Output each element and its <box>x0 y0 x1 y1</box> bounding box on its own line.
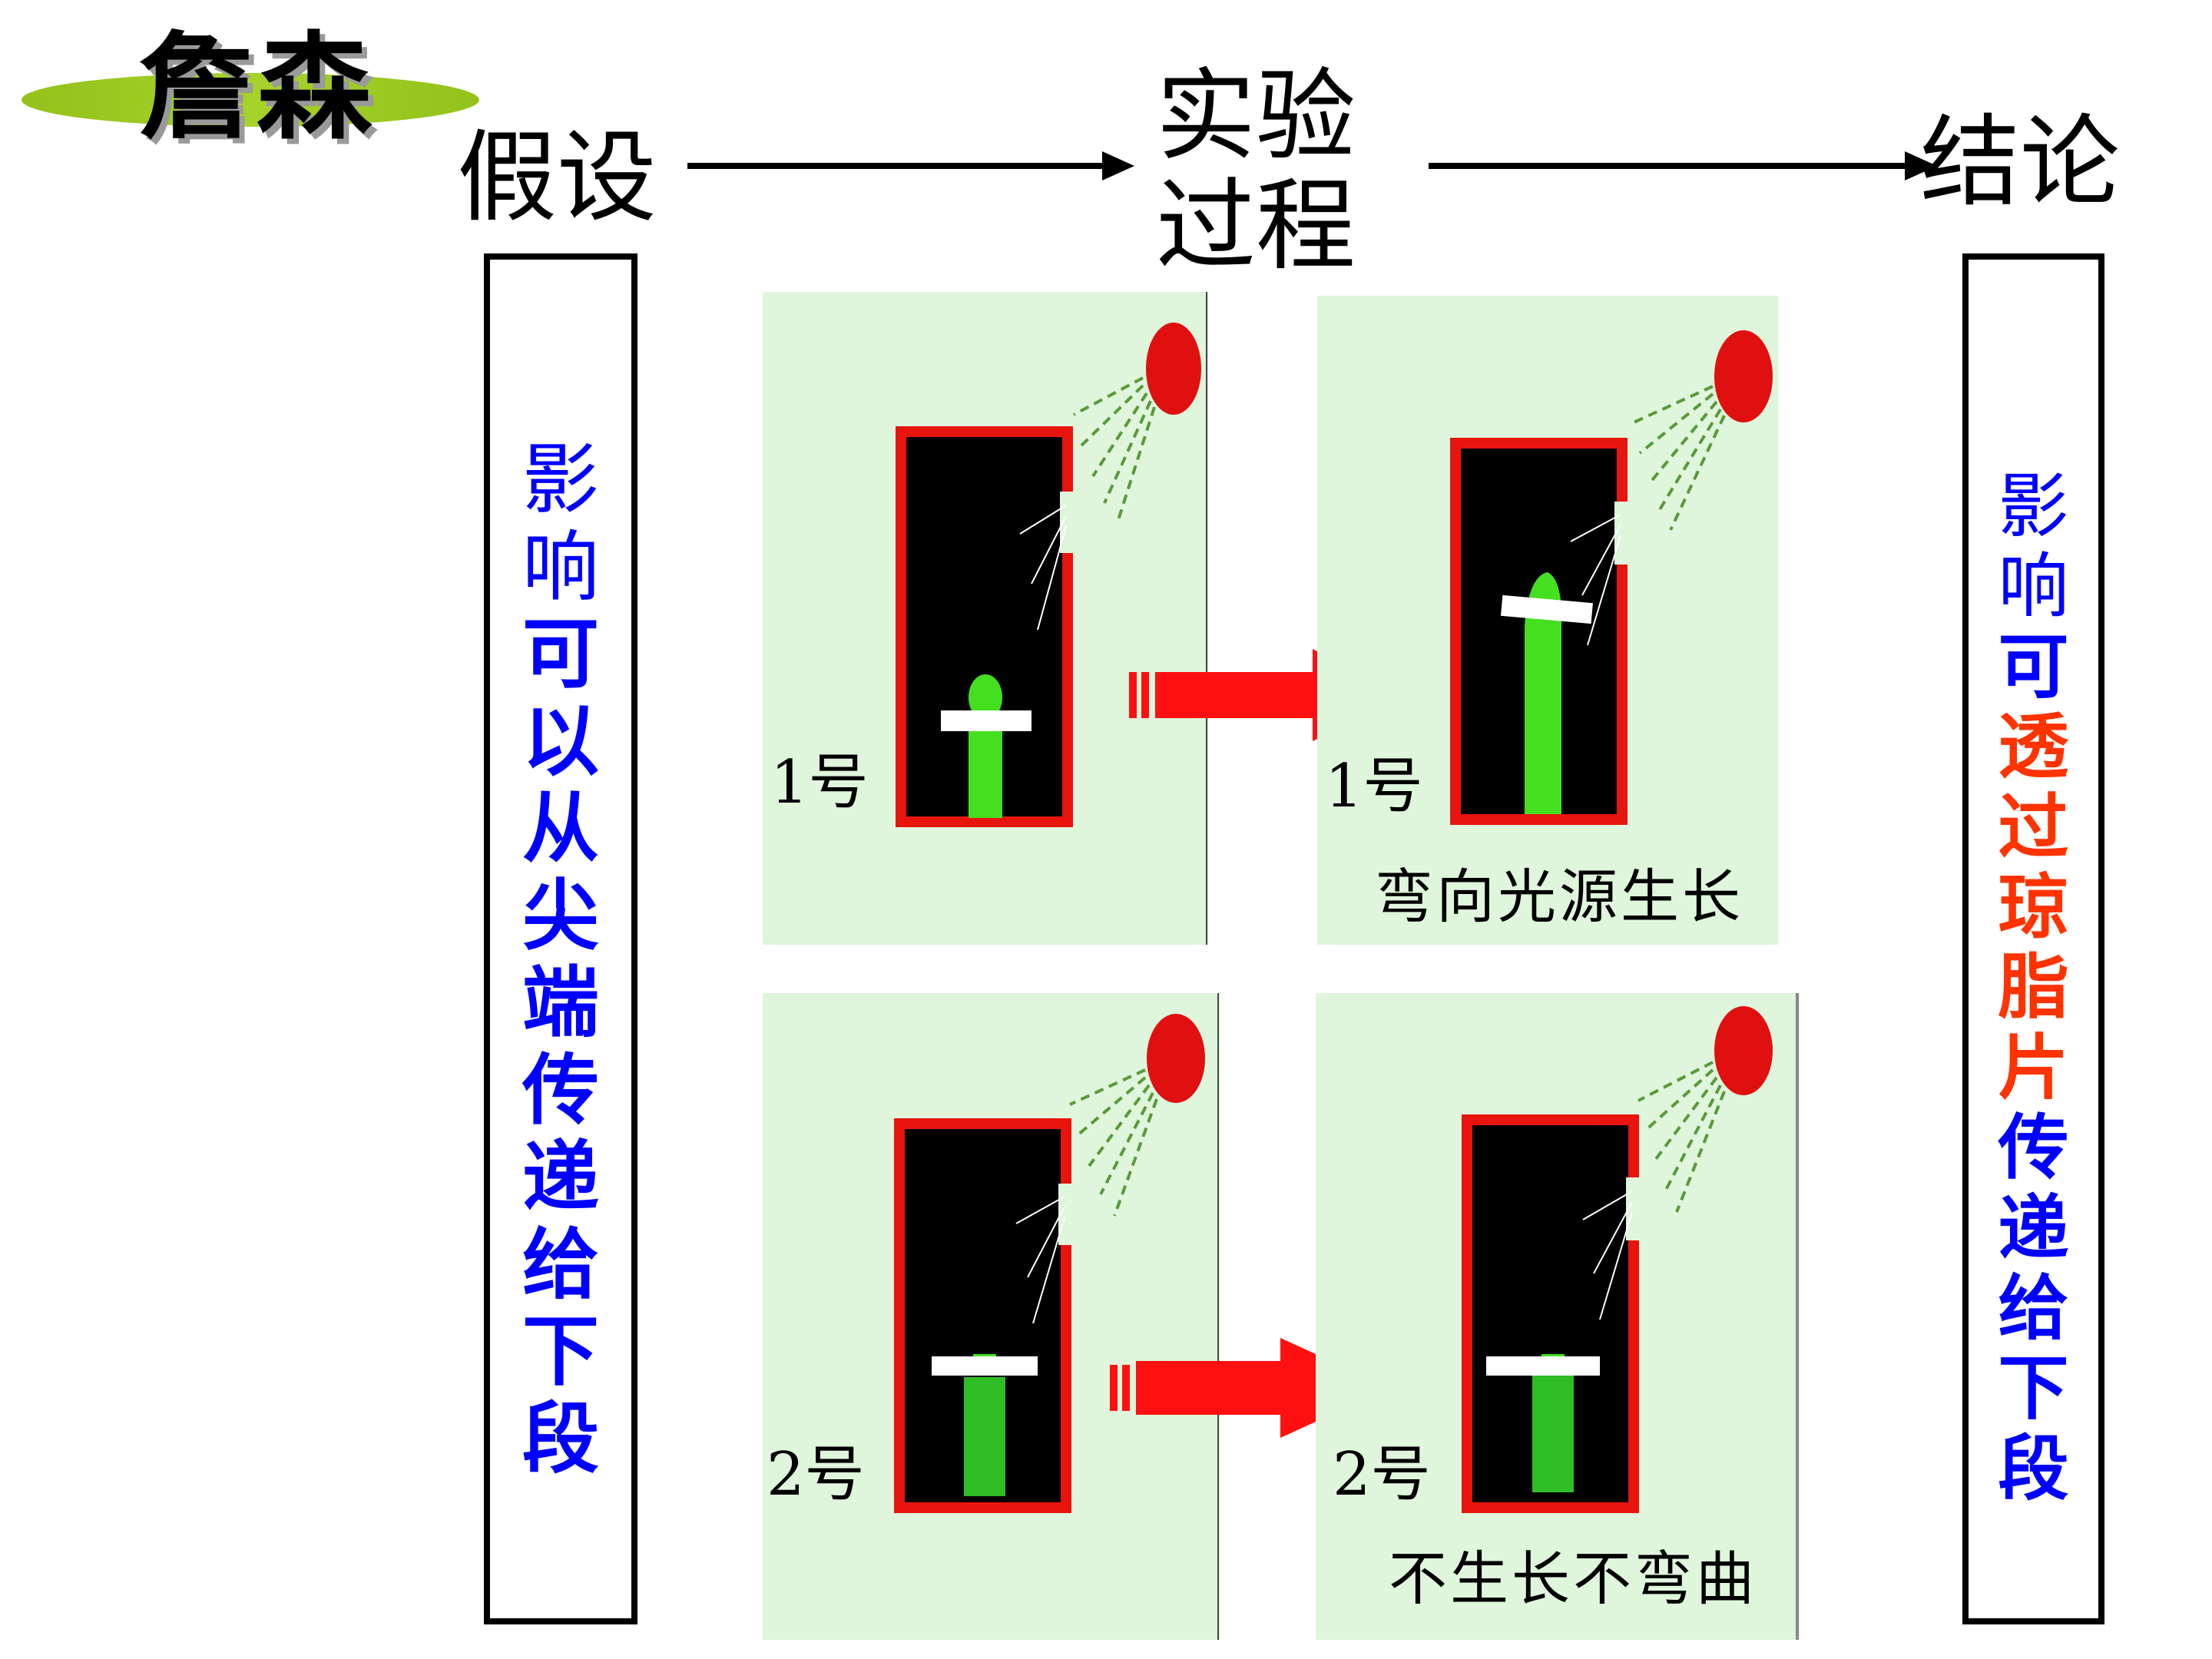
seedling-decapitated <box>964 1377 1005 1496</box>
step-process: 实验 过程 <box>1156 61 1356 281</box>
author-name: 詹森 <box>138 22 376 155</box>
scene-exp1-after <box>1450 330 1773 825</box>
hypothesis-char: 递 <box>522 1132 599 1222</box>
conclusion-char: 透 <box>1998 706 2069 789</box>
hypothesis-char: 给 <box>522 1219 599 1310</box>
conclusion-box: 影响可透过琼脂片传递给下段 <box>1962 253 2104 1624</box>
seedling-bent <box>1525 572 1562 814</box>
conclusion-text: 影响可透过琼脂片传递给下段 <box>1969 465 2098 1510</box>
conclusion-char: 可 <box>1998 625 2069 708</box>
panel-exp1-before: 1号 <box>763 292 1208 945</box>
hypothesis-char: 段 <box>522 1393 599 1484</box>
seedling-tip <box>969 674 1002 720</box>
flow-arrow-head-2 <box>1905 151 1937 180</box>
agar-block <box>1501 594 1593 624</box>
light-rays-icon <box>1069 1068 1158 1217</box>
hypothesis-char: 可 <box>522 609 599 699</box>
light-source-icon <box>1146 323 1201 415</box>
hypothesis-char: 尖 <box>522 870 599 961</box>
panel-exp2-after: 2号 不生长不弯曲 <box>1316 993 1800 1640</box>
conclusion-char: 段 <box>1998 1427 2069 1510</box>
light-source-icon <box>1714 1006 1773 1095</box>
hypothesis-char: 从 <box>522 783 599 873</box>
conclusion-char: 递 <box>1998 1187 2069 1270</box>
mica-block <box>1486 1356 1600 1376</box>
step-hypothesis: 假设 <box>457 119 657 236</box>
result-exp1: 弯向光源生长 <box>1375 863 1743 931</box>
flow-arrow-line-2 <box>1429 163 1905 169</box>
hypothesis-char: 影 <box>522 435 599 525</box>
conclusion-char: 影 <box>1998 465 2069 548</box>
transition-arrow-2 <box>1110 1338 1390 1438</box>
flow-arrow-head-1 <box>1102 151 1134 180</box>
conclusion-char: 下 <box>1998 1347 2069 1430</box>
light-rays-icon <box>1633 385 1726 531</box>
conclusion-char: 琼 <box>1998 866 2069 949</box>
conclusion-char: 片 <box>1998 1026 2069 1109</box>
label-exp2-after: 2号 <box>1333 1440 1431 1509</box>
light-beams <box>1582 1190 1633 1320</box>
hypothesis-char: 响 <box>522 522 599 612</box>
conclusion-char: 传 <box>1998 1107 2069 1190</box>
step-conclusion: 结论 <box>1920 104 2121 220</box>
panel-exp2-before: 2号 <box>763 993 1220 1640</box>
label-exp1-after: 1号 <box>1325 752 1423 821</box>
step-process-line2: 过程 <box>1156 167 1356 284</box>
conclusion-char: 给 <box>1998 1267 2069 1350</box>
hypothesis-char: 端 <box>522 958 599 1048</box>
panel-exp1-after: 1号 弯向光源生长 <box>1317 296 1778 945</box>
agar-block <box>941 710 1031 731</box>
light-source-icon <box>1147 1014 1205 1103</box>
conclusion-char: 响 <box>1998 545 2069 628</box>
result-exp2: 不生长不弯曲 <box>1389 1545 1757 1613</box>
author-badge <box>22 73 479 127</box>
scene-exp1-before <box>896 292 1207 945</box>
seedling-decapitated <box>1532 1373 1574 1492</box>
mica-block <box>932 1356 1038 1376</box>
scene-exp2-after <box>1462 993 1799 1640</box>
light-rays-icon <box>1073 376 1156 523</box>
hypothesis-char: 传 <box>522 1045 599 1135</box>
conclusion-char: 过 <box>1998 786 2069 869</box>
label-exp1: 1号 <box>770 748 869 817</box>
box-frame <box>894 1118 1071 1513</box>
light-beams <box>1570 514 1621 646</box>
scene-exp2-before <box>894 993 1219 1640</box>
hypothesis-box: 影响可以从尖端传递给下段 <box>484 253 637 1624</box>
box-slit <box>1058 1184 1074 1245</box>
label-exp2: 2号 <box>767 1440 865 1509</box>
box-slit <box>1614 502 1630 565</box>
step-process-line1: 实验 <box>1156 58 1356 174</box>
hypothesis-char: 以 <box>522 696 599 786</box>
light-source-icon <box>1714 330 1773 422</box>
hypothesis-text: 影响可以从尖端传递给下段 <box>490 436 631 1482</box>
conclusion-char: 脂 <box>1998 946 2069 1029</box>
light-beams <box>1015 1196 1065 1324</box>
hypothesis-char: 下 <box>522 1306 599 1396</box>
light-rays-icon <box>1637 1061 1726 1213</box>
flow-arrow-line-1 <box>687 163 1102 169</box>
light-beams <box>1019 505 1067 631</box>
